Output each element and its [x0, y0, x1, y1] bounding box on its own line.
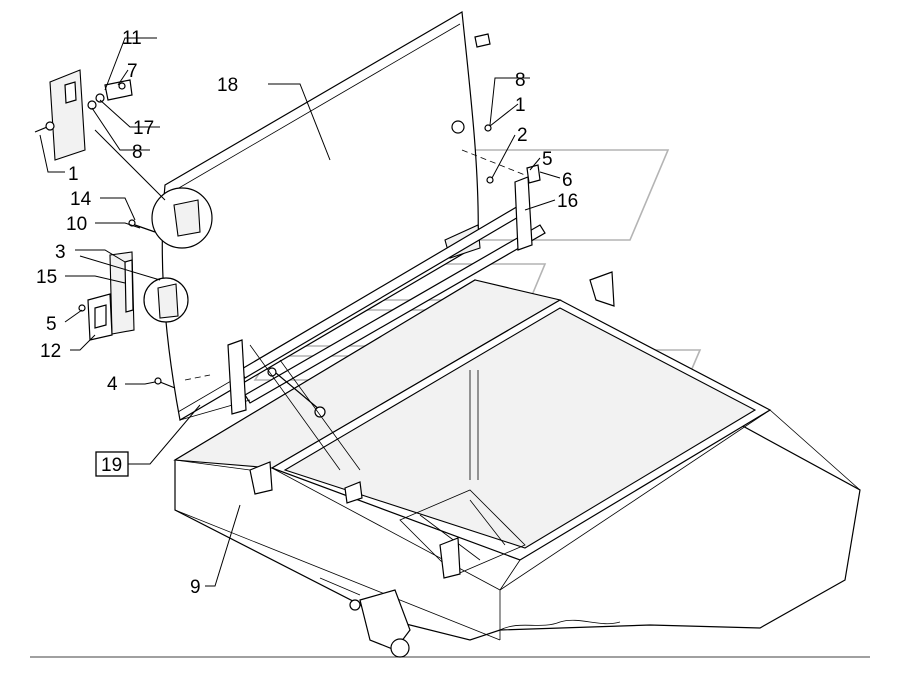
callout-10: 10: [66, 214, 87, 235]
callout-3: 3: [55, 242, 66, 263]
hinge-detail-upper: [34, 69, 133, 161]
callout-11: 11: [122, 28, 142, 49]
callout-7: 7: [127, 61, 138, 82]
callout-5-right: 5: [542, 149, 553, 170]
callout-9: 9: [190, 577, 201, 598]
callout-12: 12: [40, 341, 61, 362]
callout-1: 1: [68, 164, 79, 185]
callout-8: 8: [132, 142, 143, 163]
callout-19-box: 19: [95, 451, 129, 477]
callout-18: 18: [217, 75, 238, 96]
hinge-hardware-right: [474, 33, 541, 184]
callout-8-right: 8: [515, 70, 526, 91]
leader-lines: [39, 37, 561, 587]
detail-circles: [143, 187, 213, 323]
callout-5: 5: [46, 314, 57, 335]
callout-6: 6: [562, 170, 573, 191]
callout-2: 2: [517, 125, 528, 146]
callout-15: 15: [36, 267, 57, 288]
callout-14: 14: [70, 189, 92, 210]
hinge-detail-lower: [78, 219, 176, 389]
callout-1-right: 1: [515, 95, 526, 116]
callout-19: 19: [101, 455, 122, 476]
hitch-assembly: [319, 577, 411, 658]
callout-17: 17: [133, 118, 154, 139]
support-rail: [179, 176, 546, 471]
callout-4: 4: [107, 374, 118, 395]
callout-16: 16: [557, 191, 578, 212]
tray-body: [173, 271, 861, 641]
callout-labels: 11 7 17 8 1 14 10 3 15 5 12 4 18 8 1 2 5…: [36, 28, 578, 598]
